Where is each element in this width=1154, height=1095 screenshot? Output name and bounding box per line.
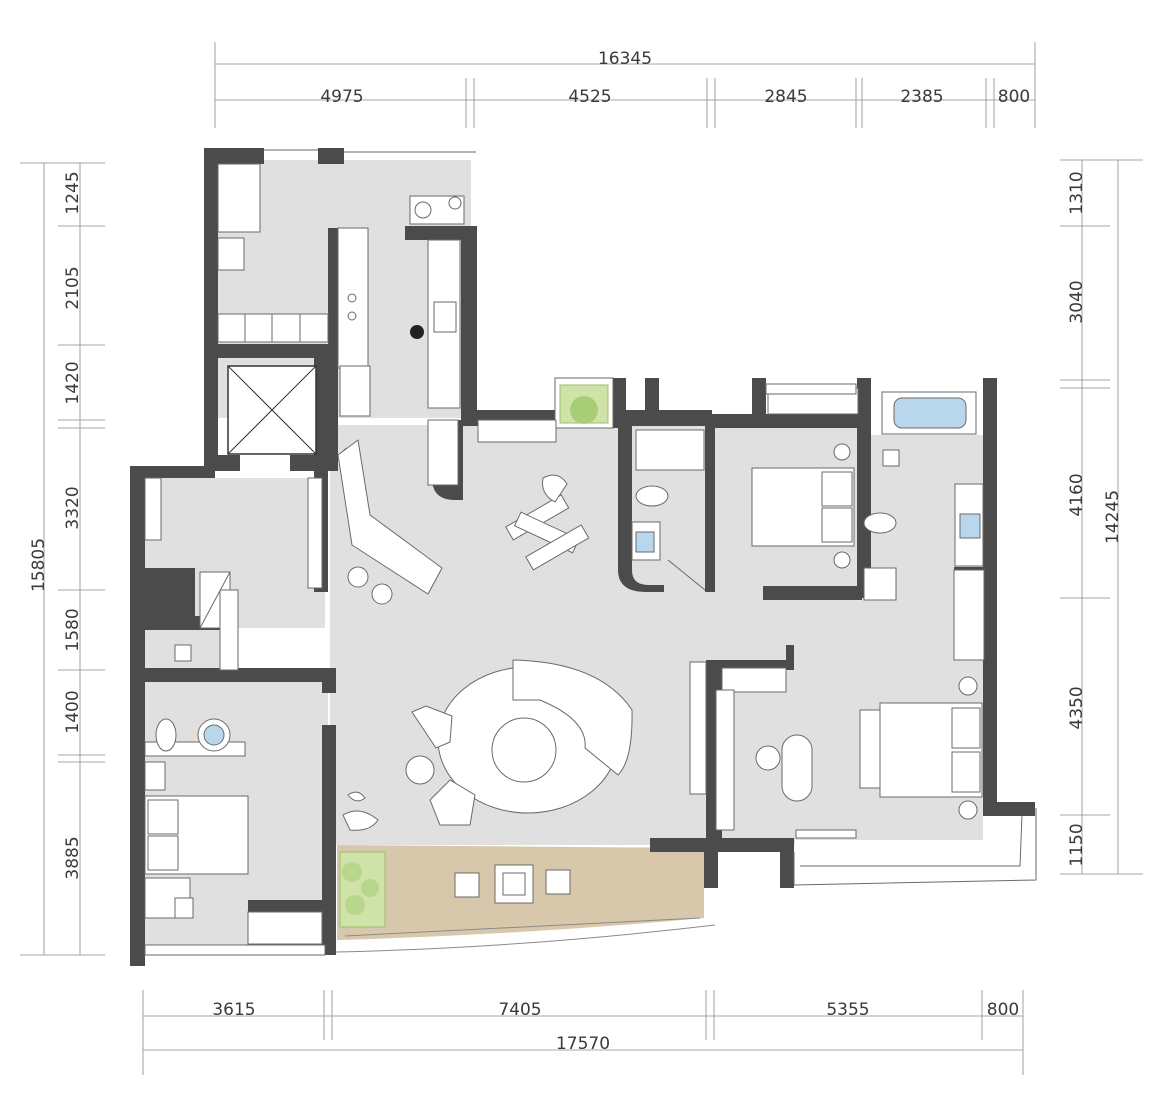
top-dimension-2: 4525 [568,87,611,107]
bottom-dimension-4: 800 [987,1000,1019,1020]
windows [264,149,1037,886]
top-dimension-5: 800 [998,87,1030,107]
living-furniture [337,439,633,831]
balcony-furniture [335,851,716,953]
dimension-left: 15805 1245 2105 1420 3320 1580 1400 3885 [20,162,105,956]
study-fixtures [144,477,323,671]
top-dimension-1: 4975 [320,87,363,107]
left-dimension-3: 1420 [63,361,83,404]
master-bedroom-furniture [689,661,983,839]
left-dimension-4: 3320 [63,486,83,529]
bottom-dimension-1: 3615 [212,1000,255,1020]
right-dimension-2: 3040 [1067,280,1087,323]
left-dimension-1: 1245 [63,171,83,214]
right-total-dimension: 14245 [1103,490,1123,544]
left-dimension-7: 3885 [63,836,83,879]
bottom-dimension-3: 5355 [826,1000,869,1020]
dimension-right: 14245 1310 3040 4160 4350 1150 [1060,159,1143,875]
center-bathroom-fixtures [631,429,706,591]
central-planter [554,377,614,429]
left-total-dimension: 15805 [29,538,49,592]
top-total-dimension: 16345 [598,49,652,69]
left-bathroom-fixtures [144,718,246,757]
bottom-dimension-2: 7405 [498,1000,541,1020]
bottom-total-dimension: 17570 [556,1034,610,1054]
kitchen-fixtures [217,163,465,486]
right-dimension-3: 4160 [1067,473,1087,516]
dimension-bottom: 3615 7405 5355 800 17570 [142,990,1024,1075]
ensuite-fixtures [863,391,985,661]
top-dimension-4: 2385 [900,87,943,107]
left-dimension-5: 1580 [63,608,83,651]
right-dimension-1: 1310 [1067,171,1087,214]
right-dimension-5: 1150 [1067,823,1087,866]
dimension-top: 16345 4975 4525 2845 2385 800 [214,42,1036,128]
left-dimension-2: 2105 [63,266,83,309]
right-dimension-4: 4350 [1067,686,1087,729]
right-corridor-floor [786,598,954,668]
top-dimension-3: 2845 [764,87,807,107]
left-dimension-6: 1400 [63,690,83,733]
left-bedroom-furniture [144,761,326,956]
elevator-shaft [227,365,317,455]
